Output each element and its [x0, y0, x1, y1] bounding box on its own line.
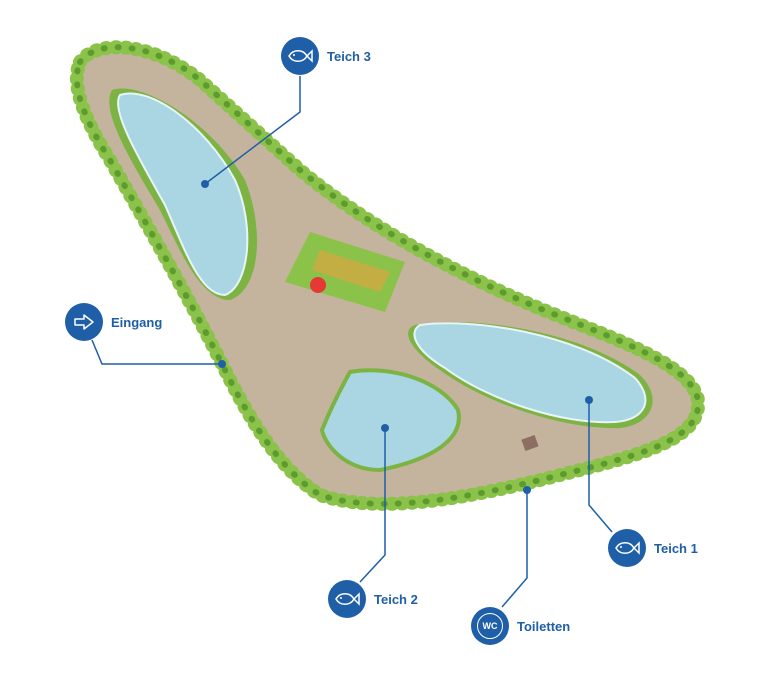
marker-eingang[interactable]: Eingang — [65, 303, 162, 341]
wc-icon: WC — [471, 607, 509, 645]
toilet-building — [521, 434, 539, 452]
fish-icon — [608, 529, 646, 567]
marker-toiletten[interactable]: WC Toiletten — [471, 607, 570, 645]
marker-label: Toiletten — [517, 618, 571, 634]
marker-teich-2[interactable]: Teich 2 — [328, 580, 418, 618]
marker-teich-3[interactable]: Teich 3 — [281, 37, 371, 75]
marker-teich-1[interactable]: Teich 1 — [608, 529, 698, 567]
marker-lines — [91, 76, 613, 608]
marker-label: Teich 2 — [374, 591, 418, 607]
meadow — [285, 232, 405, 312]
arrow-right-icon — [65, 303, 103, 341]
marker-label: Teich 1 — [654, 540, 698, 556]
marker-label: Teich 3 — [327, 48, 371, 64]
fish-icon — [281, 37, 319, 75]
teich-3-water[interactable] — [117, 92, 249, 297]
fish-icon — [328, 580, 366, 618]
marker-label: Eingang — [111, 314, 163, 330]
location-dots — [201, 180, 593, 494]
wc-icon-text: WC — [477, 613, 503, 639]
teich-2-water[interactable] — [319, 368, 461, 473]
